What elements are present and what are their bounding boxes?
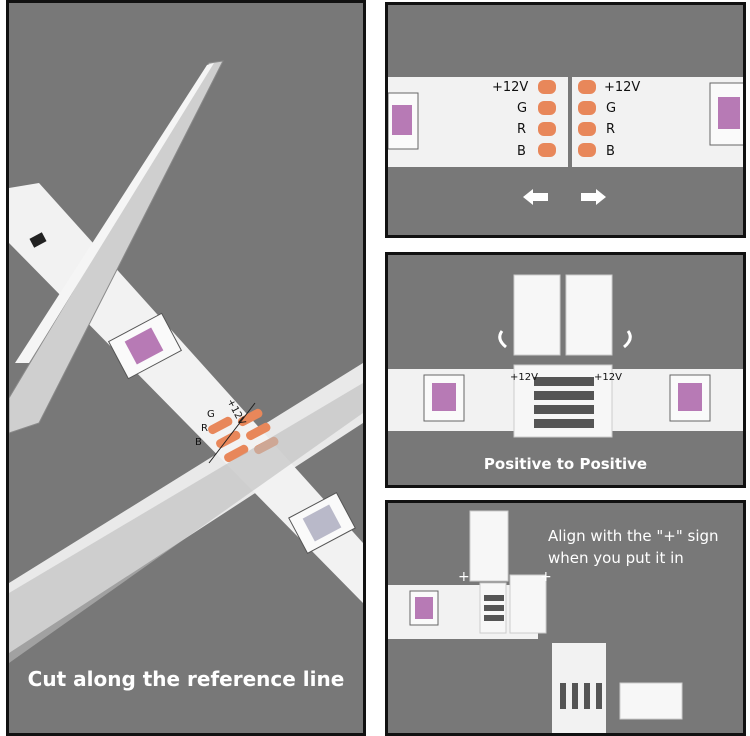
connector-clip-right xyxy=(565,274,613,356)
connector-pins-bottom xyxy=(560,683,602,709)
bottom-caption-line1: Align with the "+" sign xyxy=(548,527,719,545)
connector-clip-top xyxy=(469,510,509,582)
connector-panel: +12V +12V Positive to Positive xyxy=(385,252,746,488)
right-label-r: R xyxy=(606,122,615,137)
left-label-g: G xyxy=(517,101,527,116)
connector-pins xyxy=(534,377,594,428)
l-connector-panel: + + Align with the "+" sign when you put… xyxy=(385,500,746,736)
right-label-12v: +12V xyxy=(604,80,640,95)
right-label-g: G xyxy=(606,101,616,116)
left-caption: Cut along the reference line xyxy=(27,667,345,691)
right-label-b: B xyxy=(606,144,615,159)
bottom-caption-line2: when you put it in xyxy=(548,549,684,567)
pad-label-r: R xyxy=(201,423,208,434)
cut-reference-line xyxy=(208,402,256,464)
arrow-right-icon xyxy=(581,189,606,205)
plus-sign-right: + xyxy=(540,569,552,585)
l-connector-illustration: + + xyxy=(388,510,683,733)
connector-pins-left xyxy=(484,595,504,621)
left-label-b: B xyxy=(517,144,526,159)
copper-pads xyxy=(538,80,596,157)
led-chip-1 xyxy=(107,312,183,380)
resistor xyxy=(29,232,47,248)
led-chip-left xyxy=(388,92,419,150)
pad-label-g: G xyxy=(207,409,215,420)
label-right-12v: +12V xyxy=(594,372,622,383)
led-chip xyxy=(409,590,439,626)
middle-caption: Positive to Positive xyxy=(483,455,648,473)
arrow-left-icon xyxy=(523,189,548,205)
pad-label-b: B xyxy=(195,437,202,448)
scissor-blade-highlight xyxy=(15,63,214,363)
strip-split-panel: +12V G R B +12V G R B xyxy=(385,2,746,238)
led-chip-2 xyxy=(288,491,356,555)
led-chip-right xyxy=(709,82,743,146)
cut-strip-illustration: +12V G R B xyxy=(9,60,363,663)
label-left-12v: +12V xyxy=(510,372,538,383)
cut-strip-panel: +12V G R B Cut along the reference line xyxy=(6,0,366,736)
strip-split-illustration: +12V G R B +12V G R B xyxy=(388,77,743,205)
left-label-12v: +12V xyxy=(492,80,528,95)
connector-clip-left xyxy=(513,274,561,356)
scissor-blade-lower xyxy=(9,383,363,663)
scissor-blade-upper xyxy=(9,60,224,434)
led-chip-right xyxy=(669,374,711,422)
connector-illustration: +12V +12V xyxy=(388,274,743,438)
bottom-caption: Align with the "+" sign when you put it … xyxy=(548,525,738,569)
rotate-right-icon xyxy=(623,330,632,349)
rotate-left-icon xyxy=(498,330,507,349)
plus-sign-left: + xyxy=(458,569,470,585)
left-label-r: R xyxy=(517,122,526,137)
connector-clip-bottom xyxy=(619,682,683,720)
led-chip-left xyxy=(423,374,465,422)
corner-connector xyxy=(509,574,547,634)
